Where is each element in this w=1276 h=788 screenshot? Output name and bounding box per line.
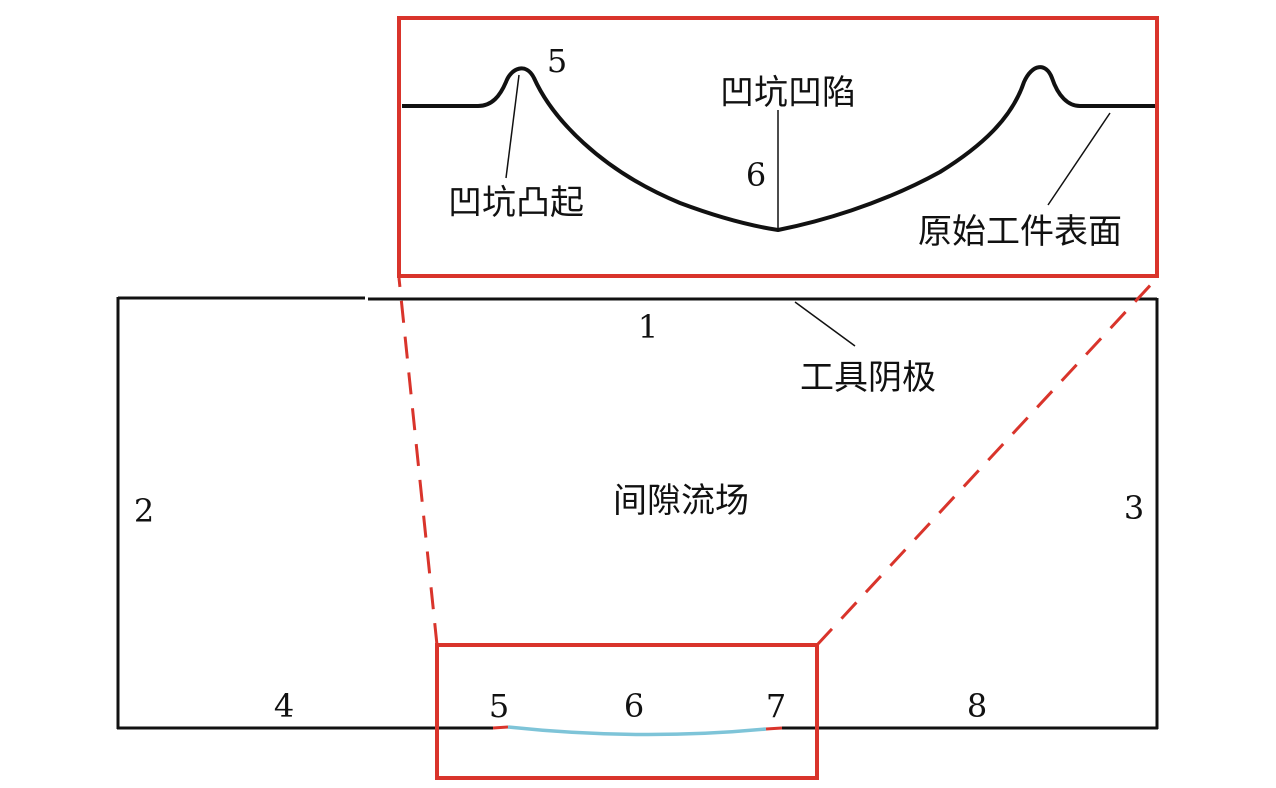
inset-profile [402,65,1155,232]
bottom-bump-right-number: 7 [766,687,786,725]
dent-bump-left [492,725,509,730]
bump-leader [505,74,520,179]
right-boundary-number: 3 [1124,489,1144,527]
magnifier [397,16,1159,780]
inset-box [397,16,1159,278]
flow-field-domain [116,296,1159,737]
bottom-right-number: 8 [967,687,987,725]
inset-bump-number: 5 [547,42,567,80]
bottom-dent-number: 6 [624,687,644,725]
flow-field-label: 间隙流场 [613,481,749,521]
bottom-bump-left-number: 5 [489,687,509,725]
dent-bump-right [765,726,783,731]
cathode-label: 工具阴极 [800,358,936,398]
dent-arc [507,725,767,737]
inset-dent-top-label: 凹坑凹陷 [720,73,856,113]
zoom-source-box [435,643,819,780]
surface-leader [1047,112,1111,206]
inset-dent-number: 6 [746,156,766,194]
left-boundary-number: 2 [134,492,154,530]
inset-surface-label: 原始工件表面 [918,212,1122,252]
inset-bump-label: 凹坑凸起 [448,183,584,223]
left-connector [397,277,439,646]
right-connector [815,276,1159,647]
bottom-left-number: 4 [274,687,294,725]
cathode-number: 1 [638,308,658,346]
cathode-leader [794,301,856,347]
